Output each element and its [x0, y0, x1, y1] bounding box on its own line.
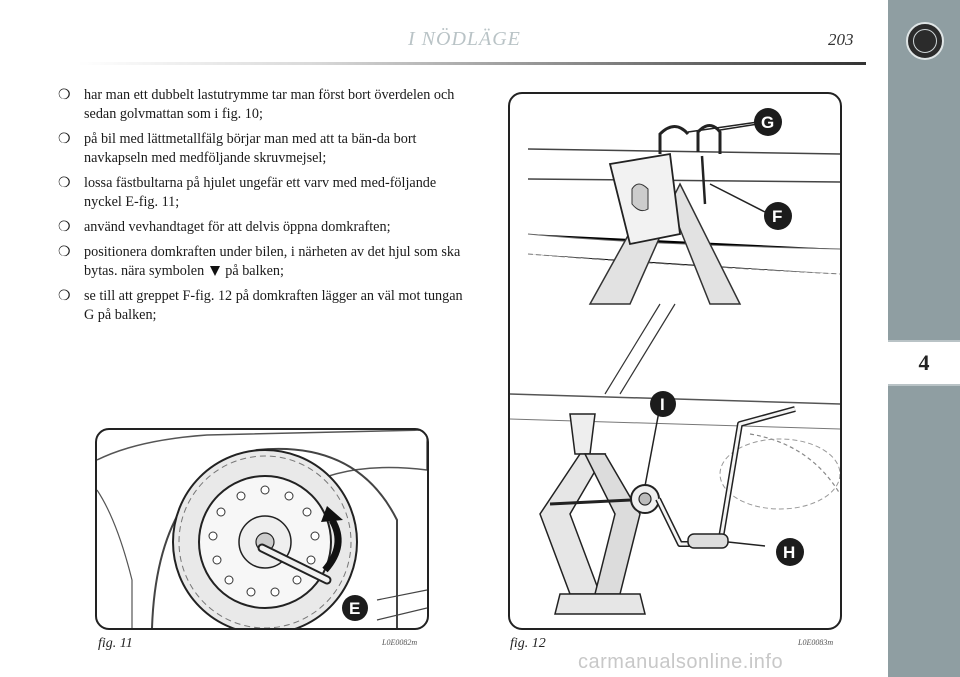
list-item: ❍se till att greppet F-fig. 12 på domkra…	[58, 288, 463, 323]
chapter-sidebar	[888, 0, 960, 677]
section-title: I NÖDLÄGE	[408, 28, 521, 50]
figure-11-code: L0E0082m	[382, 638, 418, 647]
chapter-tab: 4	[888, 340, 960, 386]
figure-11-wheel-wrench: E	[95, 428, 429, 630]
figure-11-caption: fig. 11	[98, 636, 133, 651]
label-e: E	[349, 599, 360, 618]
list-item: ❍har man ett dubbelt lastutrymme tar man…	[58, 87, 455, 122]
list-item: ❍positionera domkraften under bilen, i n…	[58, 244, 461, 279]
watermark: carmanualsonline.info	[578, 651, 784, 673]
list-item: ❍på bil med lättmetallfälg börjar man me…	[58, 131, 417, 166]
header-divider	[78, 62, 866, 65]
figure-12-jack: G F I H	[508, 92, 842, 630]
label-h: H	[783, 543, 795, 562]
label-f: F	[772, 207, 782, 226]
lancia-logo-icon	[906, 22, 944, 60]
figure-12-code: L0E0083m	[798, 638, 834, 647]
figure-12-caption: fig. 12	[510, 636, 546, 651]
page-number: 203	[828, 30, 854, 49]
label-i: I	[660, 395, 665, 414]
triangle-symbol-icon	[209, 266, 220, 276]
list-item: ❍använd vevhandtaget för att delvis öppn…	[58, 219, 391, 235]
label-g: G	[761, 113, 774, 132]
list-item: ❍lossa fästbultarna på hjulet ungefär et…	[58, 175, 437, 210]
instruction-list: ❍har man ett dubbelt lastutrymme tar man…	[58, 86, 466, 331]
